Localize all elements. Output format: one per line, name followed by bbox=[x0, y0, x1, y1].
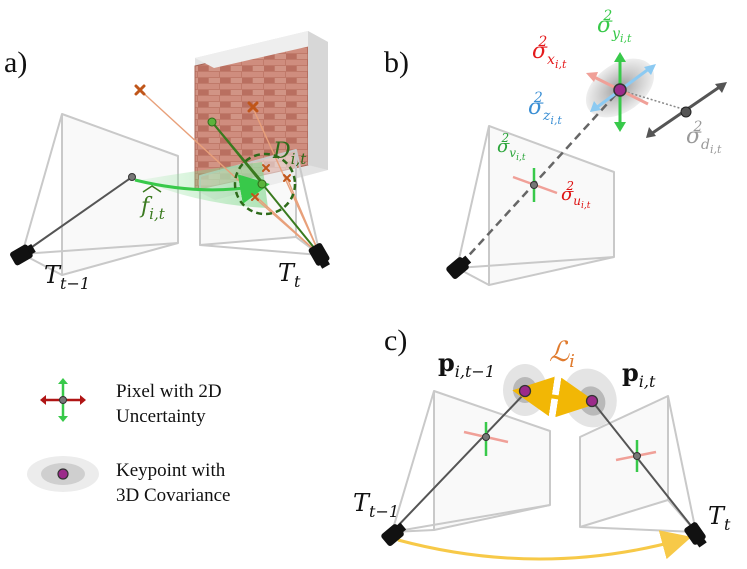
label-p-cur: pi,t bbox=[622, 358, 656, 391]
label-T-cur-c: Tt bbox=[708, 502, 731, 534]
legend-pixel-symbol bbox=[40, 378, 86, 422]
legend-pixel-line1: Pixel with 2D bbox=[116, 381, 222, 402]
panel-label-c: c) bbox=[384, 324, 407, 357]
panel-c: c) bbox=[353, 324, 731, 561]
camera-icon-cur-a bbox=[308, 243, 330, 269]
panel-b: b) σxi,t2 σy bbox=[384, 8, 727, 286]
label-sigma-u: σui,t2 bbox=[561, 179, 591, 211]
label-T-cur-a: Tt bbox=[278, 259, 301, 291]
ray-cur-c bbox=[591, 400, 697, 533]
candidate-crosses bbox=[134, 84, 291, 201]
camera-frame-cur-c bbox=[579, 395, 697, 533]
legend-keypoint-symbol bbox=[27, 456, 99, 492]
ray-prev-a bbox=[21, 176, 133, 255]
label-p-prev: pi,t−1 bbox=[438, 348, 495, 381]
label-T-prev-a: Tt−1 bbox=[44, 261, 90, 293]
feature-arrow bbox=[134, 174, 270, 204]
label-T-prev-c: Tt−1 bbox=[353, 489, 399, 521]
legend-keypoint-line2: 3D Covariance bbox=[116, 485, 230, 506]
panel-label-b: b) bbox=[384, 46, 409, 79]
label-sigma-z: σzi,t2 bbox=[528, 90, 562, 127]
label-loss: ℒi bbox=[549, 335, 575, 372]
camera-icon-prev-a bbox=[10, 244, 36, 266]
camera-icon-prev-c bbox=[381, 522, 407, 546]
panel-a: a) bbox=[4, 31, 330, 293]
label-sigma-x: σxi,t2 bbox=[532, 34, 567, 71]
orange-rays bbox=[139, 89, 321, 256]
search-region-circle bbox=[233, 152, 297, 216]
label-sigma-v: σvi,t2 bbox=[497, 131, 526, 163]
camera-frame-prev-a bbox=[21, 113, 179, 276]
loss-arrow bbox=[512, 376, 598, 418]
label-sigma-d: σdi,t2 bbox=[686, 119, 722, 156]
panel-label-a: a) bbox=[4, 46, 27, 79]
camera-icon-b bbox=[446, 255, 472, 279]
legend-pixel-line2: Uncertainty bbox=[116, 406, 206, 427]
legend: Pixel with 2D Uncertainty Keypoint with … bbox=[27, 378, 230, 506]
label-D: Di,t bbox=[272, 139, 307, 168]
label-sigma-y: σyi,t2 bbox=[597, 8, 632, 45]
ray-prev-c bbox=[391, 392, 526, 533]
motion-arrow-c bbox=[397, 530, 692, 561]
legend-keypoint-line1: Keypoint with bbox=[116, 460, 226, 481]
camera-icon-cur-c bbox=[684, 522, 707, 548]
camera-frame-b bbox=[456, 125, 615, 286]
